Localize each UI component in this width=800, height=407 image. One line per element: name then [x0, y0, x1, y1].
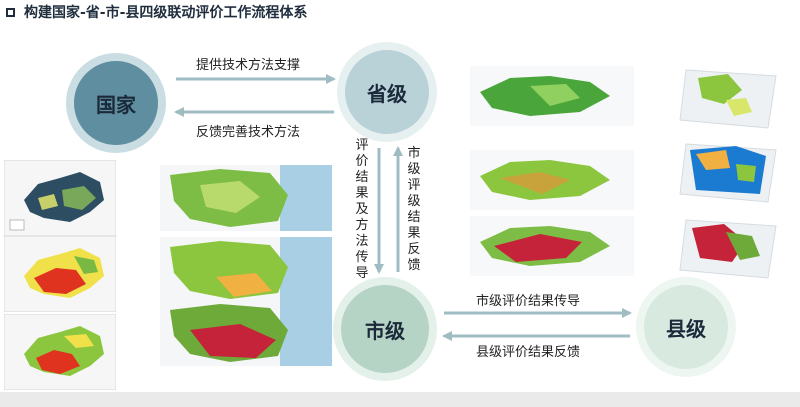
node-city: 市级: [333, 277, 437, 381]
city-map-image-3: [470, 216, 634, 276]
footer-bar: [0, 392, 800, 407]
provincial-map-image-1: [160, 165, 332, 231]
label-provincial-to-national: 反馈完善技术方法: [196, 125, 301, 140]
label-national-to-provincial: 提供技术方法支撑: [196, 58, 301, 73]
national-map-image-2: [4, 236, 116, 312]
node-county-label: 县级: [666, 316, 706, 341]
node-county: 县级: [636, 277, 736, 377]
node-city-label: 市级: [365, 318, 405, 343]
node-national-label: 国家: [96, 92, 136, 117]
provincial-map-image-2: [160, 237, 332, 303]
title-bullet-icon: [6, 8, 15, 17]
node-provincial: 省级: [337, 42, 437, 142]
page-title: 构建国家-省-市-县四级联动评价工作流程体系: [24, 5, 308, 21]
county-map-image-3: [679, 219, 777, 279]
national-map-image-1: [4, 160, 116, 236]
county-map-image-1: [679, 69, 777, 129]
city-map-image-2: [470, 150, 634, 210]
label-provincial-to-city: 评价结果及方法传导: [355, 138, 369, 281]
national-map-image-3: [4, 314, 116, 390]
label-city-to-provincial: 市级评级结果反馈: [407, 146, 421, 273]
node-provincial-label: 省级: [367, 81, 407, 106]
county-map-image-2: [679, 143, 777, 203]
label-county-to-city: 县级评价结果反馈: [476, 345, 581, 360]
node-national: 国家: [66, 53, 166, 153]
city-map-image-1: [470, 66, 634, 126]
provincial-map-image-3: [160, 300, 332, 366]
label-city-to-county: 市级评价结果传导: [476, 294, 581, 309]
